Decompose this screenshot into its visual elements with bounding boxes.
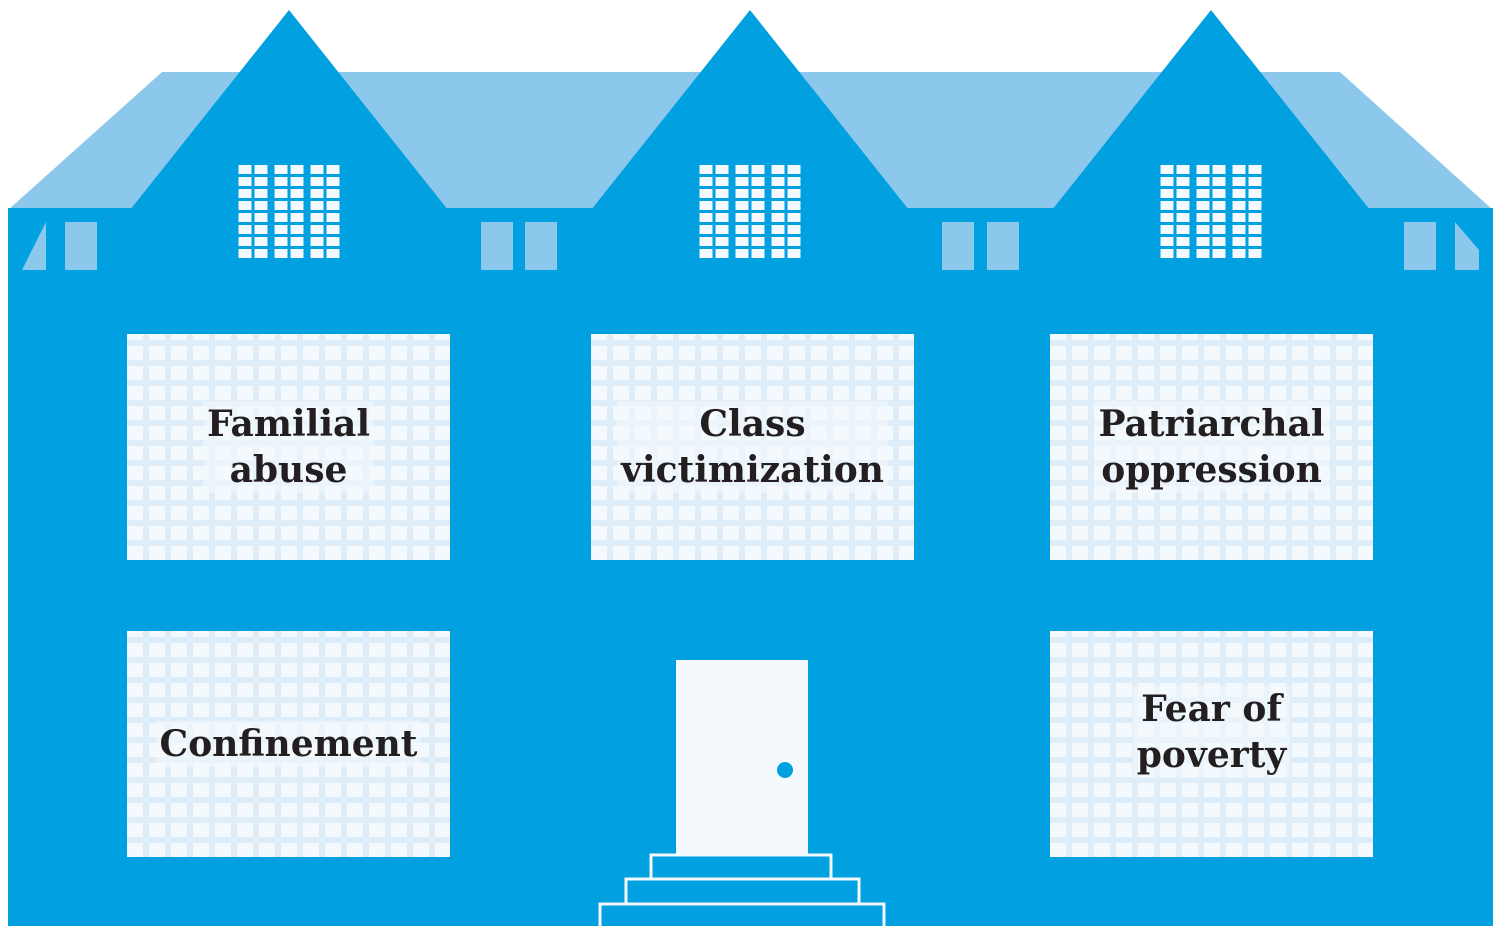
window-label: Familial abuse bbox=[202, 401, 375, 493]
attic-windows bbox=[22, 222, 1479, 270]
door-knob bbox=[777, 762, 793, 778]
window-familial-abuse: Familial abuse bbox=[127, 334, 450, 560]
window-label: Class victimization bbox=[617, 401, 888, 493]
window-label: Confinement bbox=[155, 721, 422, 767]
window-class-victimization: Class victimization bbox=[591, 334, 914, 560]
window-label: Patriarchal oppression bbox=[1094, 401, 1329, 493]
gable-right bbox=[1052, 10, 1370, 210]
gable-center bbox=[591, 10, 909, 210]
gable-window bbox=[238, 165, 340, 258]
window-fear-of-poverty: Fear of poverty bbox=[1050, 631, 1373, 857]
window-label: Fear of poverty bbox=[1132, 686, 1291, 778]
front-door bbox=[676, 660, 808, 856]
gable-left bbox=[130, 10, 448, 210]
gable-window bbox=[1160, 165, 1262, 258]
window-confinement: Confinement bbox=[127, 631, 450, 857]
front-steps bbox=[598, 853, 886, 926]
window-patriarchal-oppression: Patriarchal oppression bbox=[1050, 334, 1373, 560]
gable-window bbox=[699, 165, 801, 258]
